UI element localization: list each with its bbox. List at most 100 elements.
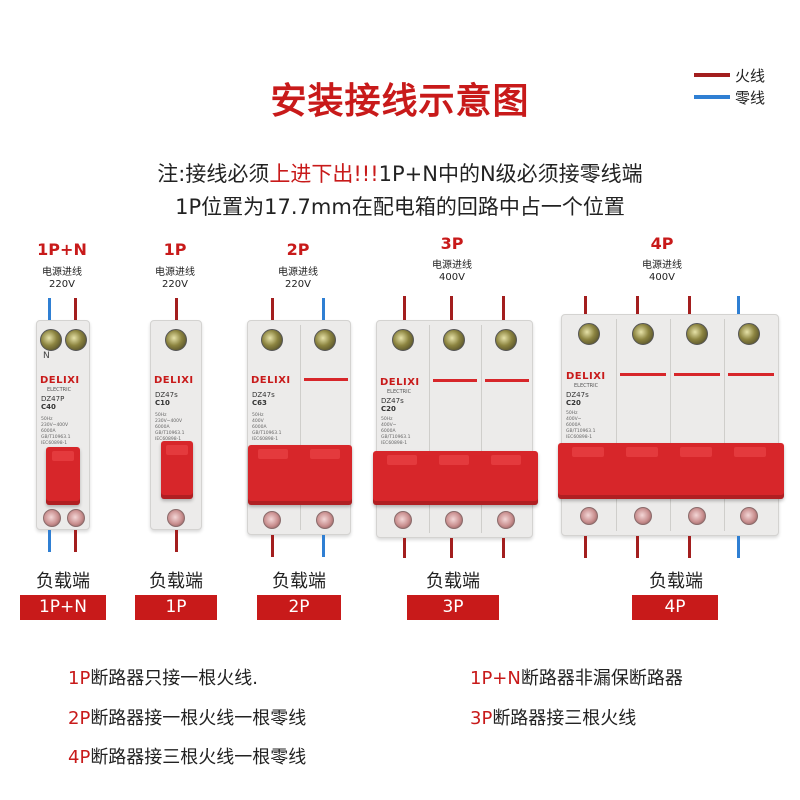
live-wire-out [175, 530, 178, 552]
screw-icon [634, 507, 652, 525]
pole-divider [724, 319, 725, 531]
legend-neutral: 零线 [694, 86, 794, 108]
source-3p: 电源进线 400V [412, 260, 492, 284]
handle-grip [626, 447, 658, 457]
desc-text: 断路器接三根火线一根零线 [90, 747, 307, 768]
tag-1pn: 1P+N [20, 595, 106, 620]
desc-prefix: 2P [68, 708, 91, 729]
screw-icon [740, 507, 758, 525]
description-2p: 2P断路器接一根火线一根零线 [68, 704, 306, 730]
red-stripe [433, 379, 477, 382]
handle-grip [258, 449, 288, 459]
terminal-icon [578, 323, 600, 345]
terminal-icon [495, 329, 517, 351]
toggle-handle[interactable] [248, 445, 352, 505]
description-4p: 4P断路器接三根火线一根零线 [68, 743, 306, 769]
screw-icon [263, 511, 281, 529]
description-3p: 3P断路器接三根火线 [470, 704, 636, 730]
toggle-handle[interactable] [558, 443, 784, 499]
neutral-wire-in [48, 298, 51, 320]
pole-divider [670, 319, 671, 531]
neutral-wire-out [48, 530, 51, 552]
toggle-handle[interactable] [161, 441, 193, 499]
terminal-icon [314, 329, 336, 351]
brand-sub: ELECTRIC [387, 389, 412, 395]
pole-divider [481, 325, 482, 533]
handle-grip [166, 445, 188, 455]
model: DZ47s [566, 391, 589, 399]
source-4p: 电源进线 400V [622, 260, 702, 284]
desc-prefix: 4P [68, 747, 91, 768]
source-voltage: 220V [49, 279, 75, 290]
terminal-icon [738, 323, 760, 345]
screw-icon [497, 511, 515, 529]
desc-prefix: 1P [68, 668, 91, 689]
source-voltage: 400V [649, 272, 675, 283]
page-title: 安装接线示意图 [270, 81, 530, 122]
breaker-label-1pn: 1P+N [37, 240, 87, 259]
source-voltage: 220V [285, 279, 311, 290]
model: DZ47s [381, 397, 404, 405]
toggle-handle[interactable] [46, 447, 80, 505]
note-prefix: 注:接线必须 [157, 162, 270, 186]
rating: C20 [381, 405, 396, 413]
load-label-2p: 负载端 [272, 571, 326, 592]
live-wire-in [74, 298, 77, 320]
handle-grip [680, 447, 712, 457]
handle-grip [491, 455, 521, 465]
source-text: 电源进线 [278, 267, 318, 278]
wire-legend: 火线 零线 [694, 64, 794, 108]
breaker-label-1p: 1P [163, 240, 187, 259]
red-stripe [728, 373, 774, 376]
source-voltage: 400V [439, 272, 465, 283]
red-stripe [674, 373, 720, 376]
desc-prefix: 1P+N [470, 668, 521, 689]
terminal-icon [443, 329, 465, 351]
brand-logo: DELIXI [566, 371, 606, 382]
terminal-icon [392, 329, 414, 351]
handle-grip [52, 451, 74, 461]
spec-text: 50Hz 400V~ 6000A GB/T10963.1 IEC60898-1 [566, 411, 596, 440]
terminal-icon [40, 329, 62, 351]
screw-icon [445, 511, 463, 529]
tag-1p: 1P [135, 595, 217, 620]
neutral-wire-in [322, 298, 325, 320]
live-wire-out [502, 538, 505, 558]
live-wire-in [450, 296, 453, 320]
breaker-label-2p: 2P [286, 240, 310, 259]
pole-divider [429, 325, 430, 533]
red-stripe [304, 378, 348, 381]
source-text: 电源进线 [42, 267, 82, 278]
desc-text: 断路器只接一根火线. [90, 668, 259, 689]
load-label-1p: 负载端 [149, 571, 203, 592]
neutral-wire-in [737, 296, 740, 314]
terminal-icon [261, 329, 283, 351]
spec-text: 50Hz 230V~400V 6000A GB/T10963.1 IEC6089… [41, 417, 71, 446]
live-wire-out [636, 536, 639, 558]
load-label-4p: 负载端 [649, 571, 703, 592]
brand-sub: ELECTRIC [47, 387, 72, 393]
model: DZ47s [155, 391, 178, 399]
live-wire-out [450, 538, 453, 558]
screw-icon [316, 511, 334, 529]
screw-icon [394, 511, 412, 529]
live-wire-out [688, 536, 691, 558]
neutral-wire-out [737, 536, 740, 558]
desc-text: 断路器接三根火线 [492, 708, 637, 729]
source-voltage: 220V [162, 279, 188, 290]
note-suffix: 1P+N中的N级必须接零线端 [378, 162, 643, 186]
note-highlight: 上进下出!!! [269, 162, 379, 186]
toggle-handle[interactable] [373, 451, 538, 505]
breaker-label-4p: 4P [650, 234, 674, 253]
terminal-icon [686, 323, 708, 345]
n-mark: N [43, 351, 50, 361]
spec-text: 50Hz 400V~ 6000A GB/T10963.1 IEC60898-1 [381, 417, 411, 446]
screw-icon [167, 509, 185, 527]
brand-logo: DELIXI [251, 375, 291, 386]
